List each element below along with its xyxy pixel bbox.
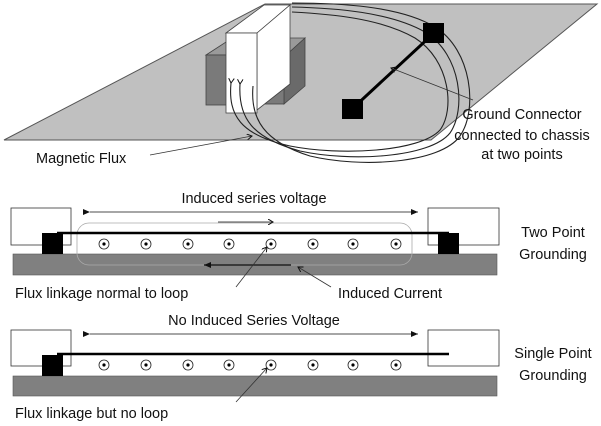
flux-dots — [98, 359, 402, 371]
two-point-title-1: Two Point — [521, 225, 585, 241]
left-ground-point — [42, 355, 63, 376]
ground-connector-label-1: Ground Connector — [462, 107, 581, 123]
single-point-title-1: Single Point — [514, 346, 591, 362]
ground-bar — [12, 375, 498, 397]
two-point-title-2: Grounding — [519, 247, 587, 263]
single-point-grounding: No Induced Series Voltage Single Point G… — [10, 313, 592, 422]
ground-connector-label-3: at two points — [481, 147, 562, 163]
single-point-title-2: Grounding — [519, 368, 587, 384]
flux-lines — [231, 2, 471, 163]
flux-normal-label: Flux linkage normal to loop — [15, 286, 188, 302]
right-ground-point — [438, 233, 459, 254]
flux-pointer — [149, 136, 252, 156]
magnet-left — [205, 54, 228, 106]
induced-current-pointer — [298, 267, 332, 288]
left-ground-point — [42, 233, 63, 254]
ground-connector-end-top — [423, 23, 444, 43]
no-induced-voltage-label: No Induced Series Voltage — [168, 313, 340, 329]
core-front — [225, 32, 258, 114]
induced-voltage-label: Induced series voltage — [181, 191, 326, 207]
flux-no-loop-pointer — [235, 368, 267, 403]
right-equipment-box — [427, 329, 500, 367]
magnetic-flux-label: Magnetic Flux — [36, 151, 127, 167]
ground-connector-end-bottom — [342, 99, 363, 119]
flux-normal-pointer — [235, 247, 267, 288]
ground-connector-pointer — [391, 68, 474, 101]
two-point-grounding: Induced series voltage Two Point Groundi… — [10, 191, 587, 302]
flux-dots — [98, 238, 402, 250]
ground-connector-label-2: connected to chassis — [454, 128, 589, 144]
flux-no-loop-label: Flux linkage but no loop — [15, 406, 168, 422]
chassis-3d-view: Magnetic Flux Ground Connector connected… — [3, 2, 599, 167]
induced-current-label: Induced Current — [338, 286, 442, 302]
